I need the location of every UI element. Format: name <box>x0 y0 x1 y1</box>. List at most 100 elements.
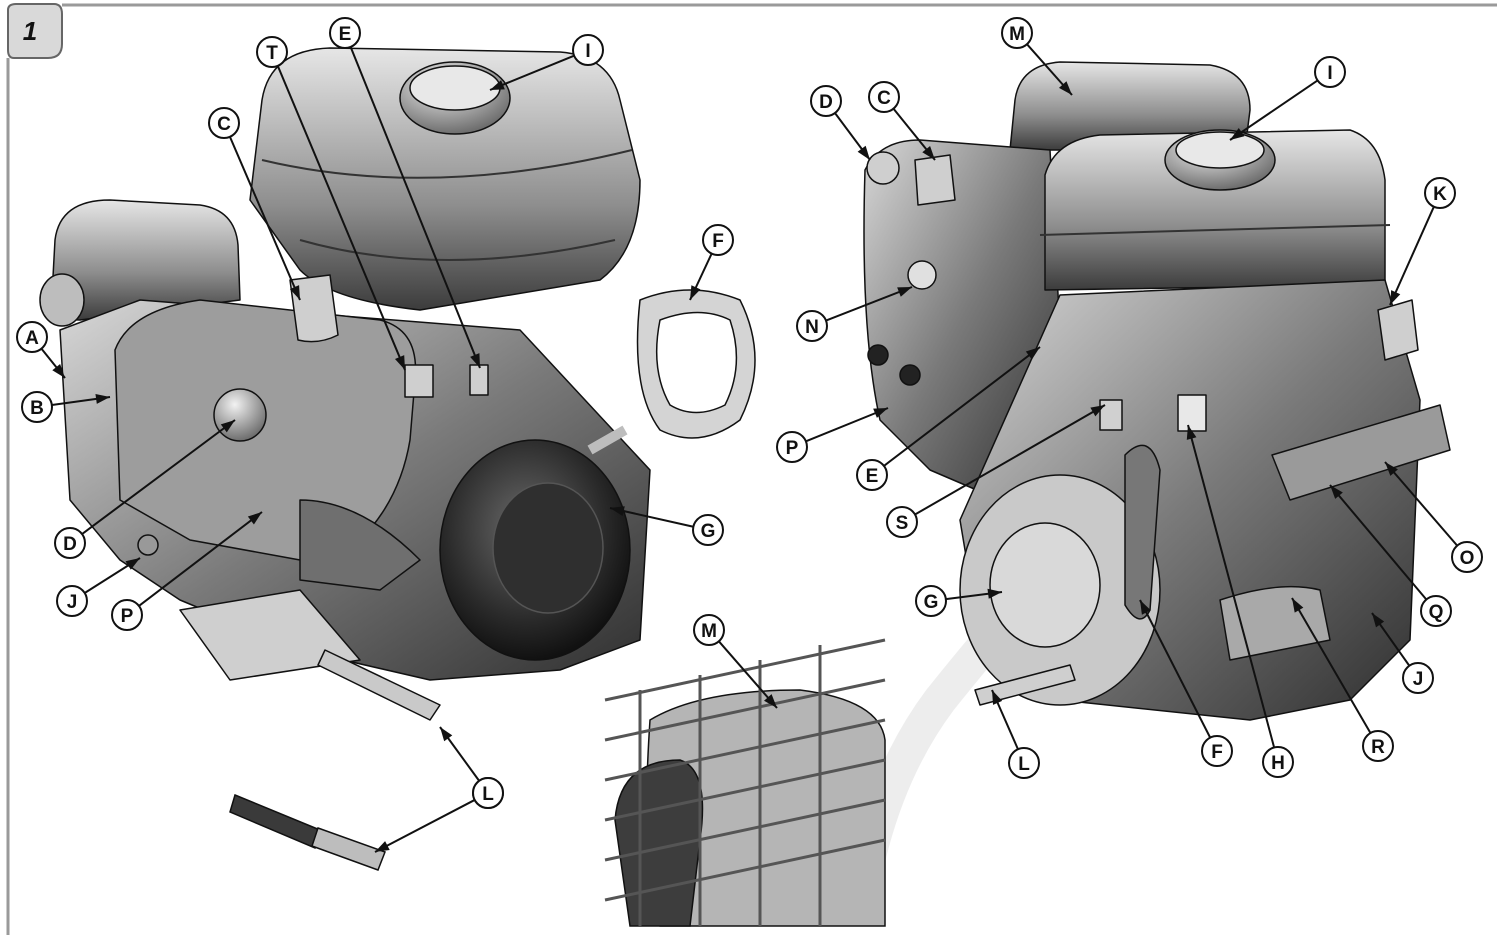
callout-label-f: F <box>712 231 724 252</box>
callout-circle <box>915 585 947 617</box>
callout-label-j: J <box>1413 669 1424 690</box>
callout-leader-line <box>1229 79 1319 141</box>
callout-arrowhead <box>1025 347 1040 360</box>
callout-label-s: S <box>896 513 909 534</box>
fuel-tank-left <box>249 47 641 311</box>
callout-arrowhead <box>1390 290 1401 305</box>
callout-arrowhead <box>95 393 110 404</box>
callout-arrowhead <box>490 80 505 90</box>
callouts <box>40 43 1458 853</box>
callout-circle <box>111 599 143 631</box>
callout-circle <box>1314 56 1346 88</box>
callout-arrowhead <box>897 287 912 297</box>
callout-label-f: F <box>1211 742 1223 763</box>
choke-lever-left <box>469 364 489 396</box>
choke-knob-right <box>907 260 937 290</box>
right-engine <box>863 61 1451 721</box>
callout-arrowhead <box>1372 613 1385 628</box>
callout-leader-line <box>276 65 406 371</box>
callout-label-r: R <box>1371 737 1385 758</box>
callout-circle <box>21 391 53 423</box>
callout-arrowhead <box>1090 405 1105 417</box>
callout-arrowhead <box>1186 425 1197 440</box>
callout-label-j: J <box>67 592 78 613</box>
callout-arrowhead <box>247 512 262 525</box>
callout-arrowhead <box>922 145 935 160</box>
oil-fill-cap-left <box>289 274 339 343</box>
callout-leader-line <box>1389 206 1435 306</box>
callout-arrowhead <box>1140 600 1151 615</box>
callout-arrowhead <box>610 506 625 516</box>
callout-arrowhead <box>289 285 300 300</box>
shroud-left <box>114 299 417 561</box>
callout-label-g: G <box>924 592 939 613</box>
callout-label-q: Q <box>1429 602 1444 623</box>
engine-base-left <box>179 589 361 681</box>
callout-leader-line <box>81 419 236 535</box>
callout-arrowhead <box>764 694 777 708</box>
spark-plug-right <box>1377 299 1419 361</box>
primer-right <box>866 151 900 185</box>
callout-circle <box>796 310 828 342</box>
callout-circle <box>56 585 88 617</box>
callout-circle <box>572 34 604 66</box>
callout-arrowhead <box>987 588 1002 599</box>
callout-circle <box>1424 177 1456 209</box>
choke-lever-right <box>1099 399 1123 431</box>
left-engine <box>39 47 756 721</box>
callout-label-l: L <box>482 784 494 805</box>
primer-bulb-left <box>213 388 267 442</box>
callout-leader-line <box>1329 484 1428 601</box>
callout-arrowhead <box>1292 598 1304 613</box>
callout-circle <box>702 224 734 256</box>
callout-leader-line <box>138 511 263 607</box>
callout-label-e: E <box>866 466 879 487</box>
callout-arrowhead <box>220 420 235 433</box>
callout-leader-line <box>349 46 481 369</box>
callout-label-n: N <box>805 317 819 338</box>
callout-circle <box>1451 541 1483 573</box>
callout-label-a: A <box>25 328 39 349</box>
callout-label-d: D <box>819 92 833 113</box>
fuel-line-piece <box>229 793 386 871</box>
callout-arrowhead <box>1058 81 1072 95</box>
callout-leader-line <box>374 799 476 853</box>
callout-arrowhead <box>873 408 888 418</box>
callout-label-m: M <box>1009 24 1025 45</box>
callout-arrowhead <box>992 690 1003 705</box>
callout-circle <box>1362 730 1394 762</box>
callout-label-h: H <box>1271 753 1285 774</box>
callout-leader-line <box>883 346 1041 467</box>
callout-leader-line <box>805 407 889 443</box>
callout-circle <box>886 506 918 538</box>
oil-fill-cap-right <box>914 154 956 206</box>
callout-circle <box>693 614 725 646</box>
callout-arrowhead <box>394 355 405 370</box>
callout-circle <box>1402 662 1434 694</box>
callout-circle <box>1201 735 1233 767</box>
drive-shaft-right <box>974 664 1076 706</box>
callout-label-i: I <box>1327 63 1332 84</box>
callout-arrowhead <box>375 841 390 852</box>
fuel-tank-right <box>1044 129 1386 291</box>
callout-arrowhead <box>1230 127 1245 140</box>
oil-drain-plug-left <box>137 534 159 556</box>
callout-leader-line <box>489 54 575 91</box>
callout-label-l: L <box>1018 754 1030 775</box>
callout-arrowhead <box>690 285 701 300</box>
drive-shaft-left <box>317 649 441 721</box>
callout-circle <box>472 777 504 809</box>
callout-leader-line <box>914 404 1106 516</box>
callout-label-m: M <box>701 621 717 642</box>
callout-leader-line <box>228 136 301 301</box>
callout-circle <box>329 17 361 49</box>
callout-label-g: G <box>701 521 716 542</box>
callout-circle <box>1008 747 1040 779</box>
callout-arrowhead <box>1330 485 1343 499</box>
callout-markers: TEICFABGDPJLLMDCIKNPESOGQJLFHRM <box>16 17 1483 852</box>
callout-circle <box>868 81 900 113</box>
electric-starter-right <box>1271 404 1451 501</box>
callout-circle <box>16 321 48 353</box>
callout-label-e: E <box>339 24 352 45</box>
